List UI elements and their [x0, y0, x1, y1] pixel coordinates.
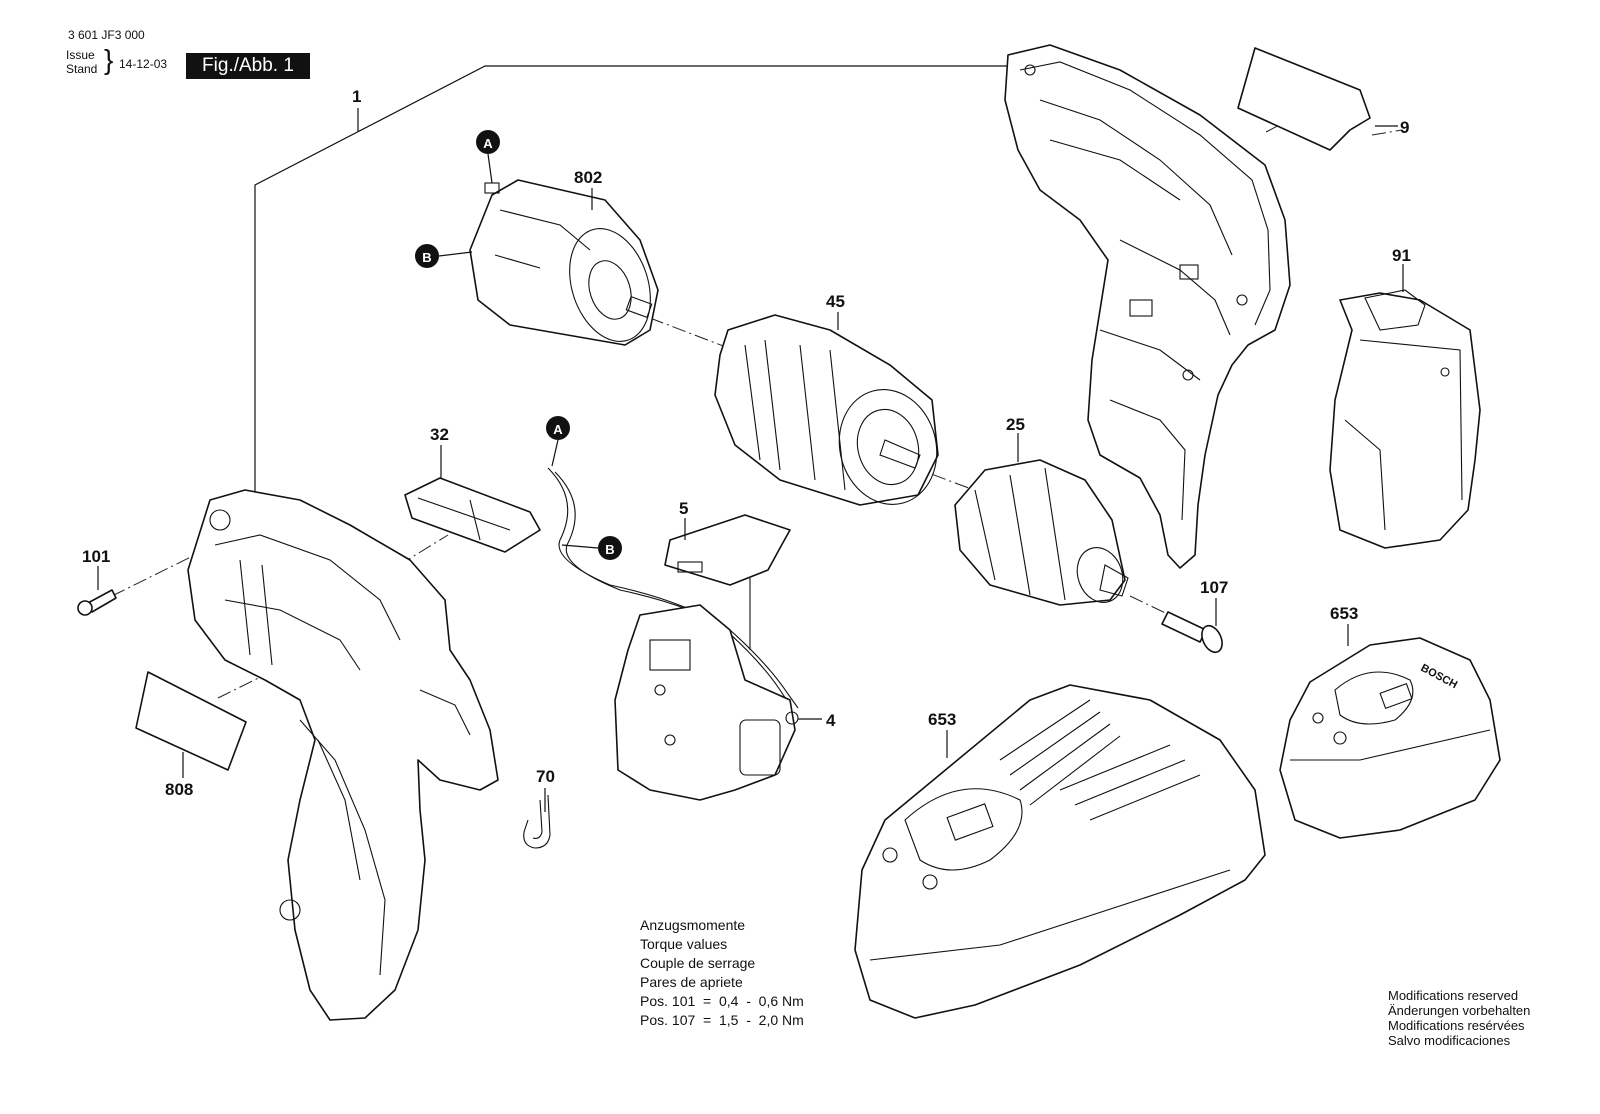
- torque-pos-101: Pos. 101 = 0,4 - 0,6 Nm: [640, 993, 804, 1009]
- figure-label: Fig./Abb. 1: [186, 53, 310, 79]
- modifications-es: Salvo modificaciones: [1388, 1033, 1511, 1048]
- marker-a-text-wire: A: [553, 422, 563, 437]
- marker-b-leader-wire: [561, 544, 599, 549]
- torque-line-en: Torque values: [640, 936, 728, 952]
- modifications-de: Änderungen vorbehalten: [1388, 1003, 1531, 1018]
- brace-glyph: }: [104, 44, 114, 75]
- direction-switch-32: [404, 477, 541, 553]
- callout-32: 32: [430, 425, 449, 444]
- callout-653-small: 653: [1330, 604, 1358, 623]
- callout-45: 45: [826, 292, 845, 311]
- charger-small-653: BOSCH: [1279, 637, 1501, 839]
- marker-a-circle-motor: [476, 130, 500, 154]
- callout-91: 91: [1392, 246, 1411, 265]
- torque-values-note: Anzugsmomente Torque values Couple de se…: [640, 916, 804, 1030]
- callout-4: 4: [826, 711, 836, 730]
- callout-25: 25: [1006, 415, 1025, 434]
- housing-right-half: [1004, 44, 1291, 569]
- battery-91: [1329, 289, 1481, 549]
- issue-date: 14-12-03: [119, 57, 168, 71]
- callout-107: 107: [1200, 578, 1228, 597]
- marker-b-leader-motor: [438, 251, 473, 257]
- callout-1: 1: [352, 87, 361, 106]
- torque-line-fr: Couple de serrage: [640, 955, 756, 971]
- chuck-25: [954, 459, 1129, 606]
- motor-802: [469, 179, 659, 346]
- marker-b-text-motor: B: [422, 250, 431, 265]
- modifications-fr: Modifications resérvées: [1388, 1018, 1525, 1033]
- callout-5: 5: [679, 499, 688, 518]
- document-number: 3 601 JF3 000: [68, 28, 145, 42]
- callout-653-large: 653: [928, 710, 956, 729]
- label-plate-808: [135, 671, 247, 771]
- modifications-note: Modifications reserved Änderungen vorbeh…: [1388, 988, 1530, 1048]
- marker-b-circle-motor: [415, 244, 439, 268]
- switch-4: [614, 604, 799, 801]
- callout-808: 808: [165, 780, 193, 799]
- callout-101: 101: [82, 547, 110, 566]
- torque-line-es: Pares de apriete: [640, 974, 743, 990]
- marker-a-leader-motor: [487, 153, 493, 184]
- callout-802: 802: [574, 168, 602, 187]
- screw-107: [1161, 611, 1223, 654]
- issue-stand-label: Issue Stand: [66, 48, 97, 76]
- charger-large-653: [854, 684, 1266, 1019]
- marker-a-leader-wire: [551, 439, 559, 467]
- marker-b-text-wire: B: [605, 542, 614, 557]
- housing-left-half: [187, 489, 499, 1021]
- wire-harness: [547, 467, 799, 709]
- label-plate-9: [1237, 47, 1371, 151]
- clip-70: [523, 794, 551, 849]
- assembly-bracket-line: [254, 65, 1010, 495]
- gearbox-45: [714, 314, 939, 506]
- torque-line-de: Anzugsmomente: [640, 917, 746, 933]
- trigger-cover-5: [664, 514, 791, 650]
- torque-pos-107: Pos. 107 = 1,5 - 2,0 Nm: [640, 1012, 804, 1028]
- marker-a-circle-wire: [546, 416, 570, 440]
- marker-b-circle-wire: [598, 536, 622, 560]
- issue-label: Issue: [66, 48, 95, 62]
- modifications-en: Modifications reserved: [1388, 988, 1519, 1003]
- callout-9: 9: [1400, 118, 1409, 137]
- screw-101: [77, 589, 117, 616]
- marker-a-text-motor: A: [483, 136, 493, 151]
- stand-label: Stand: [66, 62, 98, 76]
- callout-70: 70: [536, 767, 555, 786]
